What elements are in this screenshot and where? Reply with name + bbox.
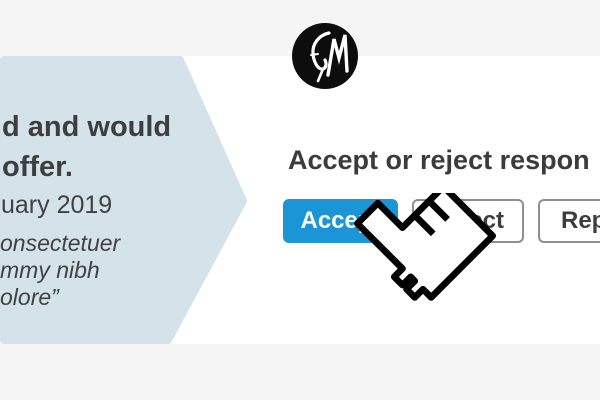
promo-headline-line2: offer. <box>2 151 73 183</box>
promo-quote-line2: mmy nibh <box>0 257 100 283</box>
promo-arrow-shape <box>0 56 247 344</box>
promo-date: uary 2019 <box>1 191 113 219</box>
reply-button[interactable]: Rep <box>538 199 600 243</box>
promo-headline-line1: d and would <box>2 111 172 143</box>
response-buttons: Accept Reject Rep <box>283 199 600 243</box>
reject-button[interactable]: Reject <box>412 199 524 243</box>
promo-headline: d and would offer. <box>2 107 171 187</box>
promo-quote-line3: olore” <box>0 284 59 310</box>
promo-quote-line1: onsectetuer <box>0 230 121 256</box>
promo-quote: onsectetuer mmy nibh olore” <box>0 230 120 311</box>
section-heading: Accept or reject respon <box>288 145 590 175</box>
gm-logo-icon <box>292 23 358 89</box>
accept-button[interactable]: Accept <box>283 199 398 243</box>
